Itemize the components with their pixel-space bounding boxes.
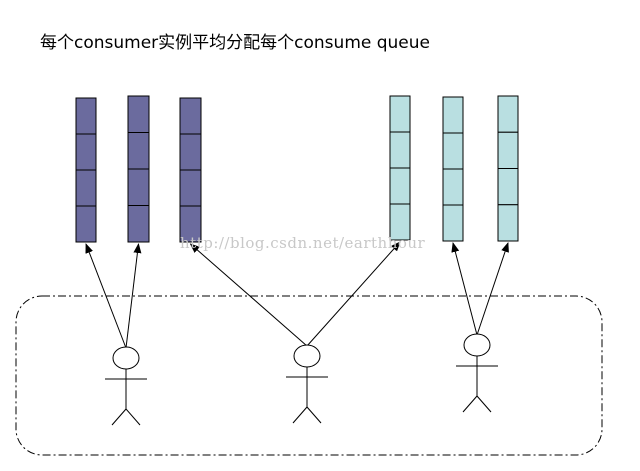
consume-queue: [497, 95, 519, 242]
queue-cell: [389, 167, 411, 205]
assignment-arrow: [306, 241, 401, 347]
assignment-arrow: [85, 243, 127, 349]
queue-cell: [75, 205, 97, 243]
queue-cell: [179, 205, 202, 243]
queue-cell: [497, 131, 519, 169]
consumer-leg-left: [111, 408, 127, 426]
consumer-group-boundary: [15, 295, 603, 456]
queue-cell: [75, 133, 97, 171]
consumer-figure: [286, 344, 328, 424]
consume-queue: [389, 95, 411, 241]
consumer-leg-right: [125, 408, 141, 426]
queue-cell: [127, 132, 150, 170]
consumer-head: [293, 344, 321, 368]
assignment-arrow: [476, 242, 509, 336]
consumer-leg-left: [292, 406, 308, 424]
queue-cell: [179, 133, 202, 171]
queue-cell: [75, 169, 97, 207]
queue-cell: [497, 95, 519, 133]
queue-cell: [75, 97, 97, 135]
arrows-layer: [85, 241, 509, 349]
queue-cell: [389, 95, 411, 133]
queue-cell: [389, 203, 411, 241]
queue-cell: [179, 169, 202, 207]
assignment-arrow: [125, 243, 142, 349]
consumer-leg-right: [476, 395, 492, 413]
consume-queue: [179, 97, 202, 243]
consumer-figure: [456, 333, 498, 413]
queue-cell: [442, 204, 464, 242]
queue-cell: [442, 132, 464, 170]
queue-cell: [127, 168, 150, 206]
consumers-layer: [105, 333, 498, 426]
queue-cell: [497, 168, 519, 206]
queue-cell: [179, 97, 202, 135]
diagram-title: 每个consumer实例平均分配每个consume queue: [40, 33, 430, 53]
queue-cell: [389, 131, 411, 169]
consumer-leg-left: [462, 395, 478, 413]
assignment-arrow: [451, 242, 478, 336]
consumer-head: [463, 333, 491, 357]
queue-cell: [442, 168, 464, 206]
queue-cell: [127, 205, 150, 243]
consumer-leg-right: [306, 406, 322, 424]
queue-cell: [497, 204, 519, 242]
queues-layer: [75, 95, 519, 243]
consume-queue: [127, 95, 150, 243]
consumer-figure: [105, 346, 147, 426]
consume-queue: [75, 97, 97, 243]
consume-queue: [442, 96, 464, 242]
queue-cell: [127, 95, 150, 133]
queue-cell: [442, 96, 464, 134]
assignment-arrow: [189, 243, 308, 347]
consumer-head: [112, 346, 140, 370]
